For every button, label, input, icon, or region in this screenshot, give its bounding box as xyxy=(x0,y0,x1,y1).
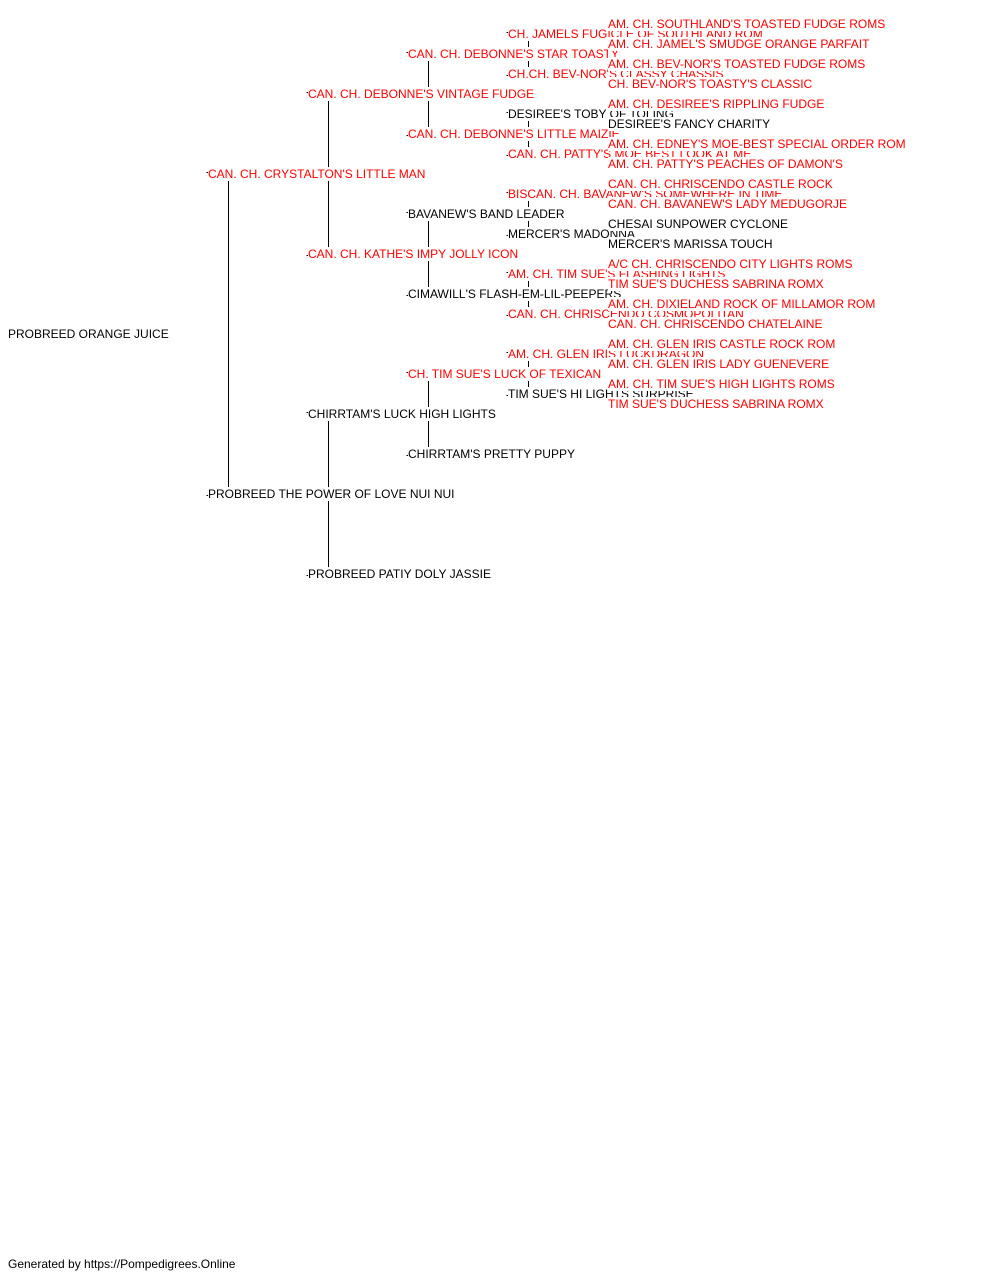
pedigree-node-sire-dam-sire-dam-sire: CHESAI SUNPOWER CYCLONE xyxy=(608,217,790,231)
pedigree-node-sire-sire-sire-dam-sire: AM. CH. BEV-NOR'S TOASTED FUDGE ROMS xyxy=(608,57,867,71)
pedigree-node-sire-sire-sire-sire-sire: AM. CH. SOUTHLAND'S TOASTED FUDGE ROMS xyxy=(608,17,887,31)
pedigree-node-sire-sire-sire-sire-dam: AM. CH. JAMEL'S SMUDGE ORANGE PARFAIT xyxy=(608,37,871,51)
pedigree-node-sire-dam-sire-sire-dam: CAN. CH. BAVANEW'S LADY MEDUGORJE xyxy=(608,197,848,211)
pedigree-node-sire: CAN. CH. CRYSTALTON'S LITTLE MAN xyxy=(208,167,427,181)
pedigree-node-dam-sire: CHIRRTAM'S LUCK HIGH LIGHTS xyxy=(308,407,497,421)
pedigree-node-dam-sire-sire-sire-dam: AM. CH. GLEN IRIS LADY GUENEVERE xyxy=(608,357,831,371)
pedigree-node-sire-sire-dam: CAN. CH. DEBONNE'S LITTLE MAIZIE xyxy=(408,127,621,141)
pedigree-node-sire-dam-dam-dam-dam: CAN. CH. CHRISCENDO CHATELAINE xyxy=(608,317,824,331)
pedigree-node-sire-sire: CAN. CH. DEBONNE'S VINTAGE FUDGE xyxy=(308,87,536,101)
pedigree-node-dam-sire-dam: CHIRRTAM'S PRETTY PUPPY xyxy=(408,447,576,461)
pedigree-node-sire-dam-dam-sire-dam: TIM SUE'S DUCHESS SABRINA ROMX xyxy=(608,277,825,291)
pedigree-node-sire-dam-sire-dam: MERCER'S MADONNA xyxy=(508,227,636,241)
pedigree-node-sire-dam-dam-dam-sire: AM. CH. DIXIELAND ROCK OF MILLAMOR ROM xyxy=(608,297,877,311)
pedigree-node-sire-dam-dam: CIMAWILL'S FLASH-EM-LIL-PEEPERS xyxy=(408,287,623,301)
pedigree-node-sire-dam: CAN. CH. KATHE'S IMPY JOLLY ICON xyxy=(308,247,520,261)
pedigree-node-dam-sire-sire: CH. TIM SUE'S LUCK OF TEXICAN xyxy=(408,367,603,381)
pedigree-node-sire-dam-sire: BAVANEW'S BAND LEADER xyxy=(408,207,566,221)
pedigree-node-sire-dam-dam-sire-sire: A/C CH. CHRISCENDO CITY LIGHTS ROMS xyxy=(608,257,854,271)
pedigree-node-dam-sire-sire-dam-dam: TIM SUE'S DUCHESS SABRINA ROMX xyxy=(608,397,825,411)
pedigree-node-sire-sire-dam-sire-dam: DESIREE'S FANCY CHARITY xyxy=(608,117,772,131)
pedigree-node-sire-sire-sire-dam-dam: CH. BEV-NOR'S TOASTY'S CLASSIC xyxy=(608,77,814,91)
pedigree-node-dam-sire-sire-sire-sire: AM. CH. GLEN IRIS CASTLE ROCK ROM xyxy=(608,337,837,351)
pedigree-node-dam-sire-sire-dam-sire: AM. CH. TIM SUE'S HIGH LIGHTS ROMS xyxy=(608,377,836,391)
pedigree-node-sire-dam-sire-sire-sire: CAN. CH. CHRISCENDO CASTLE ROCK xyxy=(608,177,834,191)
pedigree-node-sire-dam-sire-dam-dam: MERCER'S MARISSA TOUCH xyxy=(608,237,774,251)
generated-by-footer: Generated by https://Pompedigrees.Online xyxy=(8,1257,236,1271)
pedigree-node-sire-sire-dam-dam-sire: AM. CH. EDNEY'S MOE-BEST SPECIAL ORDER R… xyxy=(608,137,907,151)
pedigree-node-root: PROBREED ORANGE JUICE xyxy=(8,327,170,341)
pedigree-node-sire-sire-sire: CAN. CH. DEBONNE'S STAR TOASTY xyxy=(408,47,620,61)
pedigree-node-dam-dam: PROBREED PATIY DOLY JASSIE xyxy=(308,567,492,581)
pedigree-node-sire-sire-dam-dam-dam: AM. CH. PATTY'S PEACHES OF DAMON'S xyxy=(608,157,844,171)
pedigree-node-dam: PROBREED THE POWER OF LOVE NUI NUI xyxy=(208,487,456,501)
pedigree-node-sire-sire-dam-sire-sire: AM. CH. DESIREE'S RIPPLING FUDGE xyxy=(608,97,826,111)
